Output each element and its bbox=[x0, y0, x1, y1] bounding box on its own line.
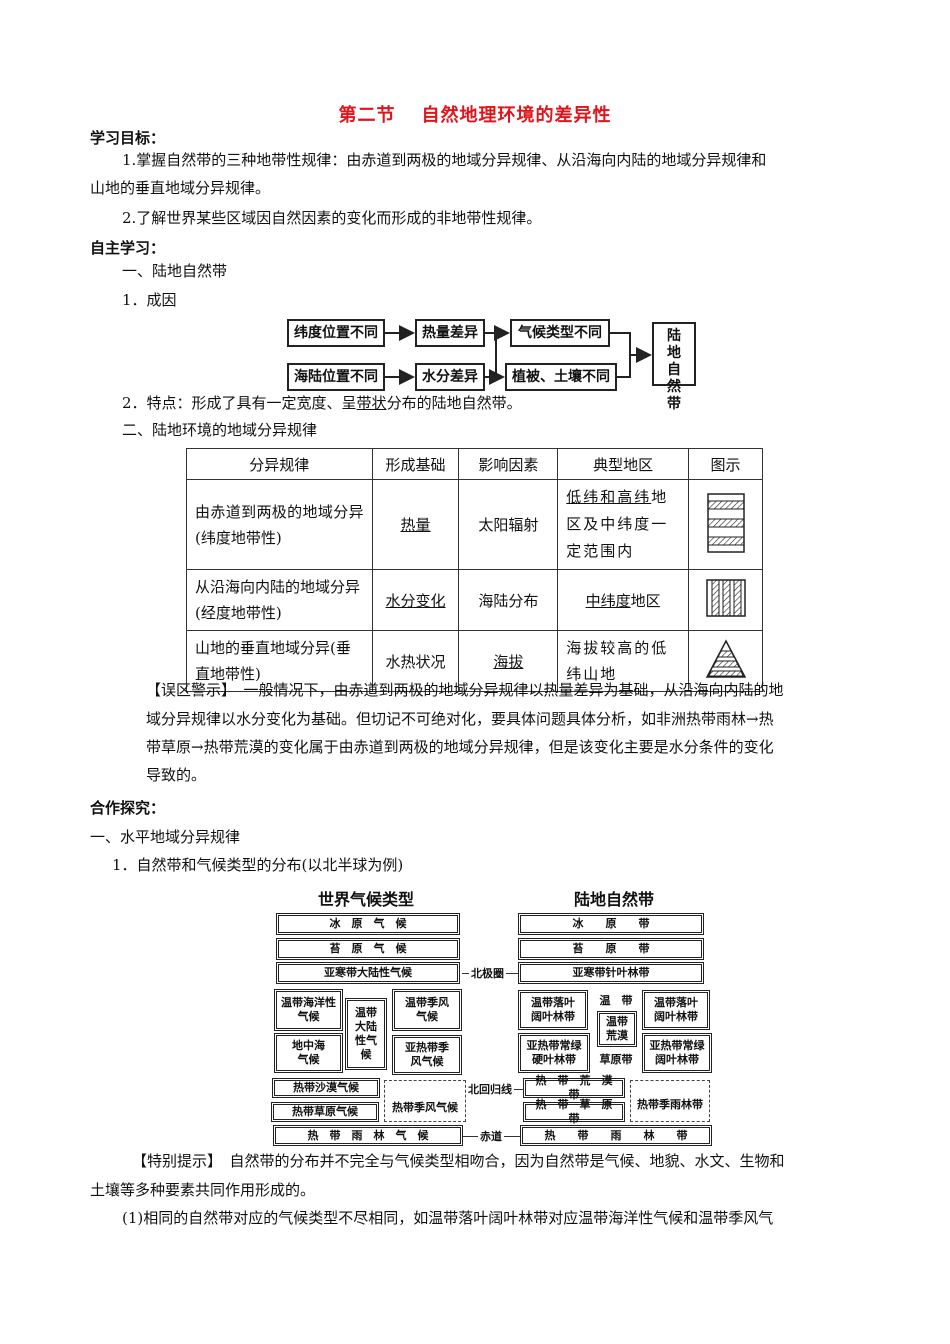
cell-figure bbox=[688, 630, 763, 692]
zone-steppe: 草原带 bbox=[594, 1050, 638, 1070]
flow-veg-soil: 植被、土壤不同 bbox=[505, 363, 617, 391]
cell-factor: 海陆分布 bbox=[458, 569, 559, 631]
zone-trop-grass: 热 带 草 原 带 bbox=[523, 1098, 625, 1125]
th-basis: 形成基础 bbox=[371, 448, 460, 480]
coop-heading: 合作探究： bbox=[90, 799, 166, 817]
goals-heading: 学习目标： bbox=[90, 129, 166, 147]
arctic-circle-label: 北极圈 bbox=[469, 965, 506, 981]
regularity-table: 分异规律 形成基础 影响因素 典型地区 图示 由赤道到两极的地域分异(纬度地带性… bbox=[186, 448, 763, 692]
cell-basis: 水分变化 bbox=[371, 569, 460, 631]
tip-line-1: 【特别提示】 自然带的分布并不完全与气候类型相吻合，因为自然带是气候、地貌、水文… bbox=[132, 1152, 785, 1170]
climate-temp-cont: 温带大陆性气候 bbox=[345, 998, 387, 1070]
flow-result: 陆地自然带 bbox=[652, 322, 696, 412]
climate-subarctic: 亚寒带大陆性气候 bbox=[276, 962, 460, 984]
zone-sclerophyll: 亚热带常绿硬叶林带 bbox=[518, 1033, 590, 1073]
climate-ice: 冰 原 气 候 bbox=[276, 913, 460, 935]
sub-feature: 2．特点：形成了具有一定宽度、呈带状分布的陆地自然带。 bbox=[122, 394, 522, 412]
flow-sea-land: 海陆位置不同 bbox=[287, 363, 385, 391]
warning-line-1: 【误区警示】 一般情况下，由赤道到两极的地域分异规律以热量差异为基础，从沿海向内… bbox=[146, 681, 784, 699]
equator-label: 赤道 bbox=[478, 1128, 504, 1144]
coop-sub1: 1．自然带和气候类型的分布(以北半球为例) bbox=[112, 856, 404, 874]
cell-law: 山地的垂直地域分异(垂直地带性) bbox=[186, 630, 373, 692]
cell-law: 从沿海向内陆的地域分异(经度地带性) bbox=[186, 569, 373, 631]
cell-factor: 太阳辐射 bbox=[458, 479, 559, 570]
climate-tundra: 苔 原 气 候 bbox=[276, 938, 460, 960]
zone-temperate-desert: 温带荒漠 bbox=[597, 1011, 637, 1047]
zone-evergreen: 亚热带常绿阔叶林带 bbox=[642, 1033, 712, 1073]
flow-heat: 热量差异 bbox=[415, 319, 485, 347]
zone-rain: 热 带 雨 林 带 bbox=[520, 1125, 712, 1146]
cell-factor: 海拔 bbox=[458, 630, 559, 692]
coop-sec1: 一、水平地域分异规律 bbox=[90, 828, 241, 846]
flow-climate: 气候类型不同 bbox=[510, 319, 610, 347]
table-row: 从沿海向内陆的地域分异(经度地带性) 水分变化 海陆分布 中纬度地区 bbox=[186, 569, 763, 631]
cell-law: 由赤道到两极的地域分异(纬度地带性) bbox=[186, 479, 373, 570]
cell-basis: 热量 bbox=[371, 479, 460, 570]
zone-trop-desert: 热 带 荒 漠 带 bbox=[523, 1074, 625, 1101]
tip-line-2: 土壤等多种要素共同作用形成的。 bbox=[90, 1181, 316, 1199]
goal-2: 2.了解世界某些区域因自然因素的变化而形成的非地带性规律。 bbox=[122, 209, 542, 227]
cell-figure bbox=[688, 569, 763, 631]
warning-line-2: 域分异规律以水分变化为基础。但切记不可绝对化，要具体问题具体分析，如非洲热带雨林… bbox=[146, 710, 774, 728]
climate-rain: 热 带 雨 林 气 候 bbox=[273, 1125, 463, 1146]
climate-temp-ocean: 温带海洋性气候 bbox=[274, 989, 343, 1031]
goal-1a: 1.掌握自然带的三种地带性规律：由赤道到两极的地域分异规律、从沿海向内陆的地域分… bbox=[122, 151, 767, 169]
climate-sub-mon: 亚热带季风气候 bbox=[392, 1035, 462, 1075]
self-study-heading: 自主学习： bbox=[90, 239, 166, 257]
zone-temperate-grass: 温 带 bbox=[594, 992, 638, 1010]
cell-region: 中纬度地区 bbox=[557, 569, 689, 631]
tip-line-3: (1)相同的自然带对应的气候类型不尽相同，如温带落叶阔叶林带对应温带海洋性气候和… bbox=[122, 1209, 774, 1227]
cell-region: 低纬和高纬地区及中纬度一定范围内 bbox=[557, 479, 689, 570]
flow-water: 水分差异 bbox=[415, 363, 485, 391]
cell-figure bbox=[688, 479, 763, 570]
th-figure: 图示 bbox=[688, 448, 763, 480]
right-chart-title: 陆地自然带 bbox=[574, 890, 655, 909]
warning-line-4: 导致的。 bbox=[146, 766, 207, 784]
cell-basis: 水热状况 bbox=[371, 630, 460, 692]
climate-temp-mon: 温带季风气候 bbox=[392, 989, 462, 1031]
zone-taiga: 亚寒带针叶林带 bbox=[518, 962, 704, 984]
climate-savanna: 热带草原气候 bbox=[271, 1102, 379, 1122]
sec-land-zones: 一、陆地自然带 bbox=[122, 262, 228, 280]
latitudinal-zones-icon bbox=[706, 492, 745, 553]
table-row: 由赤道到两极的地域分异(纬度地带性) 热量 太阳辐射 低纬和高纬地区及中纬度一定… bbox=[186, 479, 763, 570]
flow-arrows bbox=[385, 325, 652, 385]
th-region: 典型地区 bbox=[557, 448, 689, 480]
th-law: 分异规律 bbox=[186, 448, 373, 480]
cell-region: 海拔较高的低纬山地 bbox=[557, 630, 689, 692]
page-title: 第二节自然地理环境的差异性 bbox=[338, 105, 612, 126]
climate-med: 地中海气候 bbox=[274, 1033, 343, 1073]
zone-tundra: 苔 原 带 bbox=[518, 938, 704, 960]
sub-cause: 1．成因 bbox=[122, 291, 177, 309]
flow-latitude: 纬度位置不同 bbox=[287, 319, 385, 347]
table-row: 山地的垂直地域分异(垂直地带性) 水热状况 海拔 海拔较高的低纬山地 bbox=[186, 630, 763, 692]
table-header-row: 分异规律 形成基础 影响因素 典型地区 图示 bbox=[186, 448, 763, 480]
zone-decid-left: 温带落叶阔叶林带 bbox=[518, 990, 588, 1030]
goal-1b: 山地的垂直地域分异规律。 bbox=[90, 179, 271, 197]
climate-desert: 热带沙漠气候 bbox=[272, 1078, 380, 1098]
tropic-label: 北回归线 bbox=[466, 1081, 514, 1097]
left-chart-title: 世界气候类型 bbox=[318, 890, 415, 909]
zone-decid-right: 温带落叶阔叶林带 bbox=[642, 990, 710, 1030]
zone-ice: 冰 原 带 bbox=[518, 913, 704, 935]
warning-line-3: 带草原→热带荒漠的变化属于由赤道到两极的地域分异规律，但是该变化主要是水分条件的… bbox=[146, 738, 774, 756]
zone-trop-mon-forest: 热带季雨林带 bbox=[632, 1094, 708, 1116]
climate-trop-mon: 热带季风气候 bbox=[386, 1096, 464, 1120]
longitudinal-zones-icon bbox=[705, 579, 746, 617]
mountain-zones-icon bbox=[705, 639, 746, 678]
th-factor: 影响因素 bbox=[458, 448, 559, 480]
sec-regularity: 二、陆地环境的地域分异规律 bbox=[122, 421, 318, 439]
